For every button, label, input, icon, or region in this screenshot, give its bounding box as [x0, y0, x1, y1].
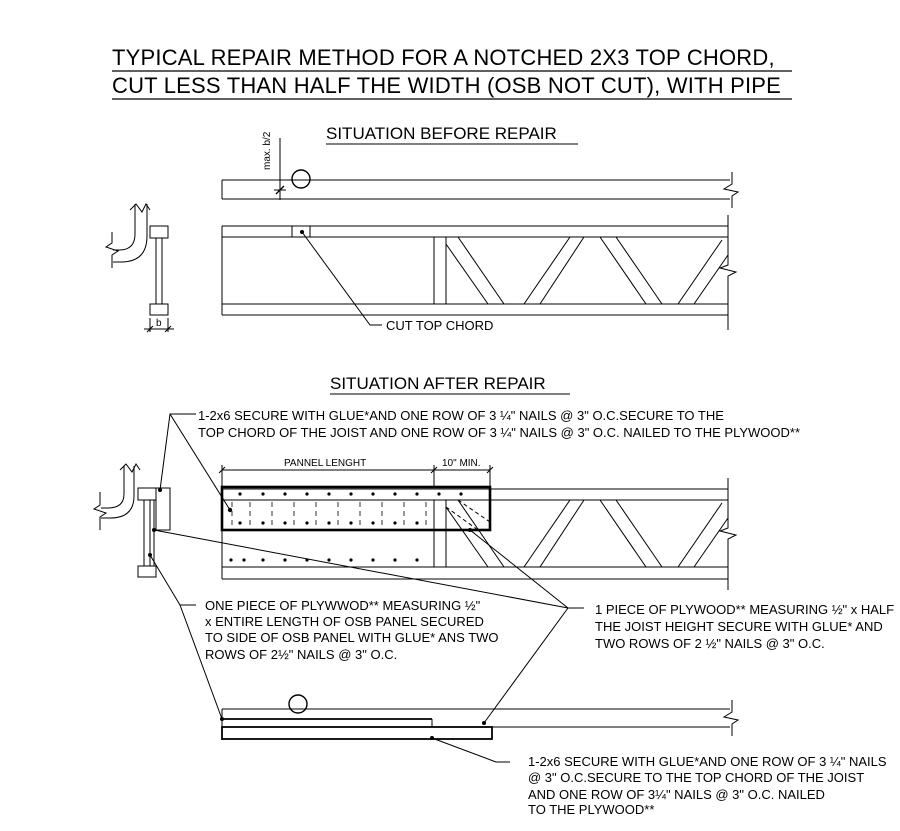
b-label: b	[156, 318, 162, 329]
leader-lines	[149, 413, 584, 763]
note-top-line1: 1-2x6 SECURE WITH GLUE*AND ONE ROW OF 3 …	[198, 408, 724, 423]
note-right-line1: 1 PIECE OF PLYWOOD** MEASURING ½" x HALF	[595, 602, 895, 617]
before-section-view	[104, 203, 174, 333]
before-joist-elevation	[221, 215, 738, 330]
note-left-line2: x ENTIRE LENGTH OF OSB PANEL SECURED	[205, 614, 484, 629]
max-b2-label: max. b/2	[262, 131, 273, 170]
note-bottom-line1: 1-2x6 SECURE WITH GLUE*AND ONE ROW OF 3 …	[528, 754, 887, 769]
panel-length-label: PANNEL LENGHT	[284, 458, 367, 469]
before-plan-view	[221, 138, 740, 208]
min-length-label: 10" MIN.	[442, 458, 481, 469]
before-heading: SITUATION BEFORE REPAIR	[326, 124, 557, 143]
note-left-line3: TO SIDE OF OSB PANEL WITH GLUE* ANS TWO	[205, 630, 499, 645]
note-right-line3: TWO ROWS OF 2 ½" NAILS @ 3" O.C.	[595, 636, 825, 651]
note-bottom-line3: AND ONE ROW OF 3¼" NAILS @ 3" O.C. NAILE…	[528, 787, 825, 802]
note-bottom-line4: TO THE PLYWOOD**	[528, 802, 655, 817]
nail-dots	[148, 488, 486, 740]
after-plan-view	[221, 700, 740, 740]
page-title-line2: CUT LESS THAN HALF THE WIDTH (OSB NOT CU…	[112, 73, 782, 98]
page-title-line1: TYPICAL REPAIR METHOD FOR A NOTCHED 2X3 …	[112, 45, 775, 70]
after-heading: SITUATION AFTER REPAIR	[330, 374, 546, 393]
panel-length-dimension	[218, 465, 494, 486]
after-joist-elevation	[220, 478, 738, 590]
note-bottom-line2: @ 3" O.C.SECURE TO THE TOP CHORD OF THE …	[528, 770, 865, 785]
pipe-plan-icon	[288, 694, 308, 714]
note-top-line2: TOP CHORD OF THE JOIST AND ONE ROW OF 3 …	[198, 425, 801, 440]
cut-top-chord-label: CUT TOP CHORD	[386, 318, 494, 333]
note-left-line4: ROWS OF 2½" NAILS @ 3" O.C.	[205, 647, 398, 662]
panel-hatch	[231, 502, 427, 528]
pipe-icon	[291, 169, 311, 189]
after-section-view	[92, 463, 171, 578]
note-left-line1: ONE PIECE OF PLYWWOD** MEASURING ½"	[205, 598, 481, 613]
note-right-line2: THE JOIST HEIGHT SECURE WITH GLUE* AND	[595, 619, 883, 634]
